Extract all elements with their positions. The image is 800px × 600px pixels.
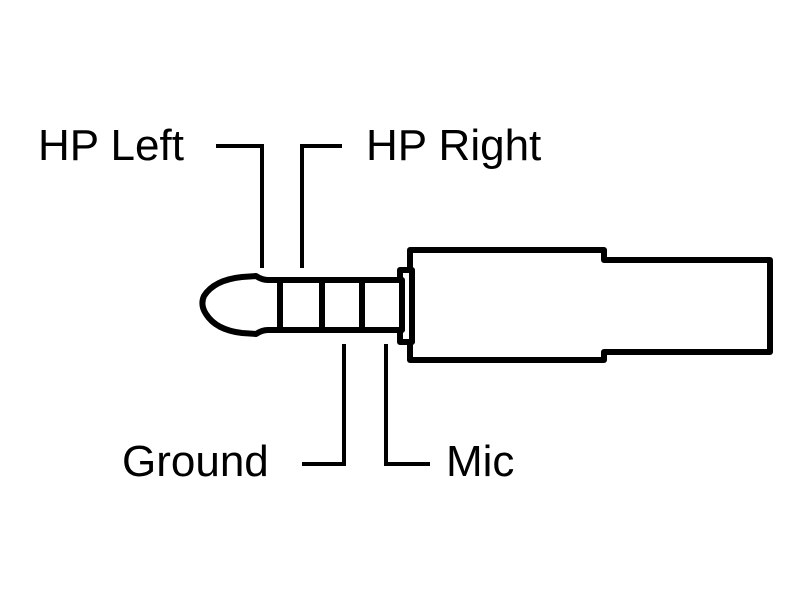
plug-tip — [199, 273, 283, 337]
plug-housing — [407, 247, 773, 363]
leader-line-hp-left — [216, 144, 264, 268]
leader-line-hp-right — [300, 144, 342, 268]
sleeve-segment-mic — [359, 277, 405, 333]
label-hp-right: HP Right — [366, 121, 541, 170]
ring-segment-hp-right — [277, 277, 325, 333]
label-mic: Mic — [446, 437, 514, 486]
label-ground: Ground — [122, 437, 269, 486]
leader-line-ground — [302, 344, 346, 466]
label-hp-left: HP Left — [38, 121, 184, 170]
sleeve-segment-ground — [319, 277, 365, 333]
leader-line-mic — [384, 344, 430, 466]
